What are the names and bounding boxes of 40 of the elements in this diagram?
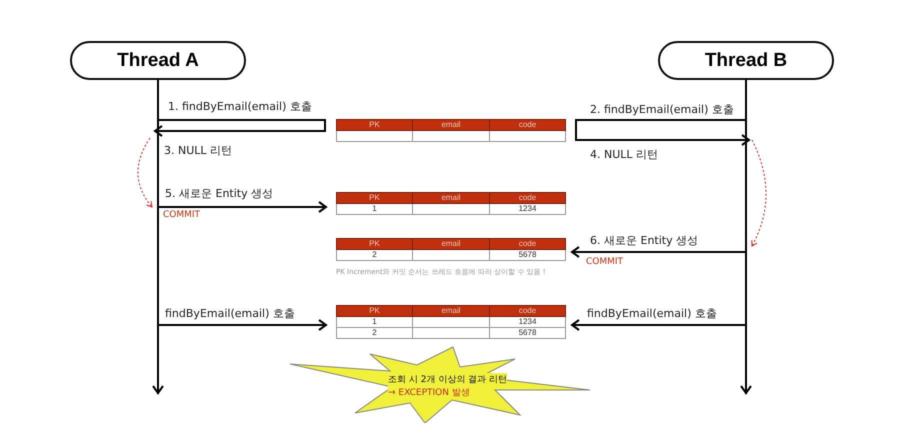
column-header: PK — [336, 238, 412, 250]
message-arrow — [159, 201, 327, 213]
return-label: 4. NULL 리턴 — [590, 147, 658, 162]
edge-label: 6. 새로운 Entity 생성 — [590, 233, 698, 248]
warning-text: → EXCEPTION 발생 — [388, 386, 470, 399]
commit-label: COMMIT — [586, 257, 624, 267]
callout-text: 조회 시 2개 이상의 결과 리턴 — [388, 373, 508, 386]
edge-label: 5. 새로운 Entity 생성 — [165, 186, 274, 201]
id-value: 1 — [336, 316, 412, 328]
call-return-arrow — [154, 119, 326, 137]
code-value: 5678 — [490, 250, 566, 260]
message-arrow — [571, 246, 745, 258]
column-header: email — [412, 192, 490, 204]
call-return-arrow — [575, 119, 750, 146]
column-header: email — [412, 238, 490, 250]
code-value: 1234 — [490, 204, 566, 214]
message-arrow — [571, 319, 745, 331]
id-value: 2 — [336, 250, 412, 260]
column-header: PK — [336, 192, 412, 204]
edge-label: 2. findByEmail(email) 호출 — [590, 102, 734, 117]
column-header: email — [412, 306, 490, 316]
column-header: code — [490, 238, 566, 250]
column-header: code — [490, 306, 566, 316]
return-label: 3. NULL 리턴 — [164, 143, 232, 158]
column-header: code — [490, 192, 566, 204]
column-header: PK — [336, 120, 412, 130]
edge-label: 1. findByEmail(email) 호출 — [168, 99, 312, 114]
id-value: 1 — [336, 204, 412, 214]
column-header: code — [490, 120, 566, 130]
thread-box: Thread B — [658, 41, 834, 80]
code-value: 1234 — [490, 316, 566, 328]
edge-label: findByEmail(email) 호출 — [587, 306, 717, 321]
message-arrow — [159, 319, 327, 331]
thread-box: Thread A — [70, 41, 246, 80]
commit-label: COMMIT — [163, 210, 200, 220]
column-header: PK — [336, 306, 412, 316]
id-value: 2 — [336, 328, 412, 338]
edge-label: findByEmail(email) 호출 — [165, 306, 295, 321]
code-value: 5678 — [490, 328, 566, 338]
column-header: email — [412, 120, 490, 130]
